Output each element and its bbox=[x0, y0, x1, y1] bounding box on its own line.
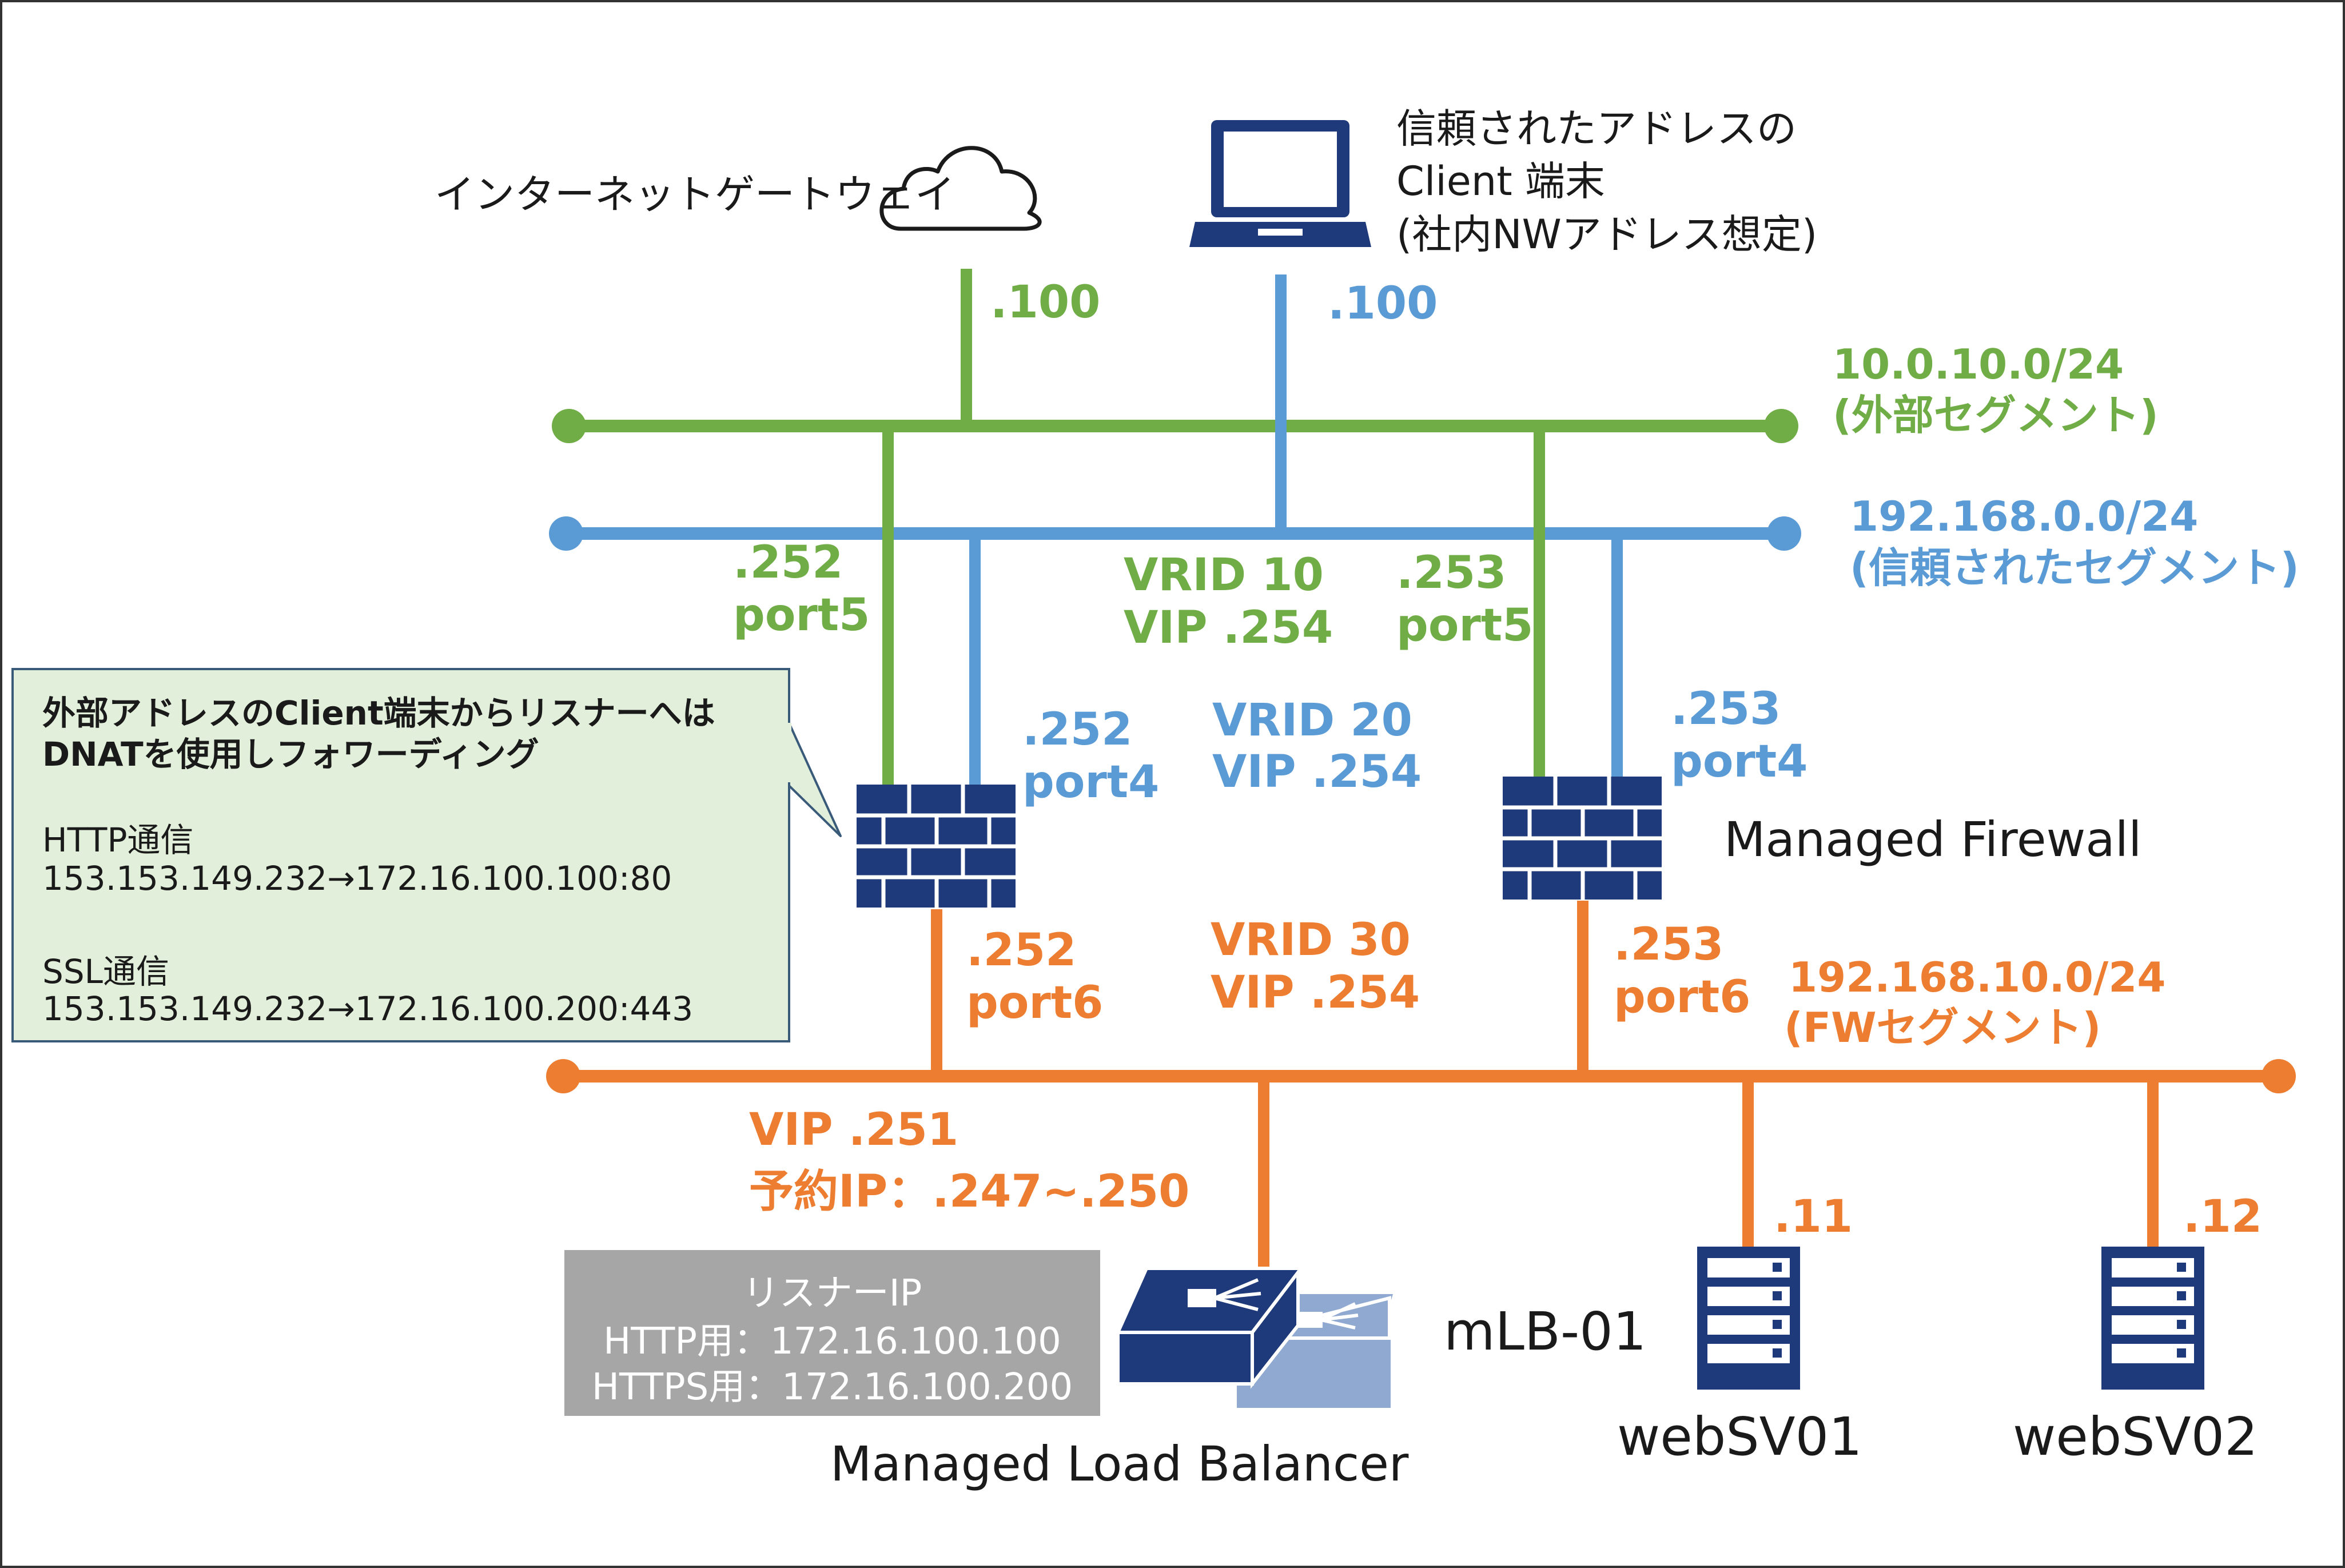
external-segment-right-end bbox=[1764, 409, 1798, 443]
load-balancer-primary-icon bbox=[1115, 1267, 1304, 1389]
trusted-segment-cidr: 192.168.0.0/24 bbox=[1850, 492, 2199, 540]
listener-title: リスナーIP bbox=[742, 1272, 922, 1315]
vrid20-vip: VIP .254 bbox=[1212, 746, 1422, 798]
note-line1: 外部アドレスのClient端末からリスナーへは bbox=[42, 694, 715, 733]
note-line2: DNATを使用しフォワーディング bbox=[42, 735, 539, 774]
listener-https: HTTPS用：172.16.100.200 bbox=[591, 1366, 1073, 1408]
laptop-icon bbox=[1189, 120, 1371, 247]
lb-name: mLB-01 bbox=[1444, 1301, 1647, 1362]
fw1-external-port: port5 bbox=[733, 590, 870, 641]
vrid30-id: VRID 30 bbox=[1211, 914, 1411, 966]
vrid20-id: VRID 20 bbox=[1212, 695, 1412, 746]
dnat-note-box: 外部アドレスのClient端末からリスナーへは DNATを使用しフォワーディング… bbox=[11, 668, 790, 1042]
trusted-segment-name: (信頼されたセグメント) bbox=[1850, 544, 2299, 592]
fw-segment-left-end bbox=[546, 1059, 580, 1093]
fw1-fw-ip: .252 bbox=[966, 925, 1077, 976]
vrid30-vip: VIP .254 bbox=[1211, 967, 1420, 1018]
external-segment-name: (外部セグメント) bbox=[1833, 391, 2159, 439]
listener-http: HTTP用：172.16.100.100 bbox=[603, 1320, 1061, 1363]
note-http-title: HTTP通信 bbox=[42, 821, 194, 859]
managed-load-balancer-label: Managed Load Balancer bbox=[830, 1436, 1409, 1492]
vrid10-id: VRID 10 bbox=[1124, 550, 1324, 601]
trusted-segment-left-end bbox=[549, 516, 583, 551]
fw-segment-cidr: 192.168.10.0/24 bbox=[1789, 953, 2166, 1001]
managed-firewall-label: Managed Firewall bbox=[1724, 811, 2142, 867]
lb-reserved-ip: 予約IP：.247~.250 bbox=[749, 1166, 1190, 1217]
listener-ip-box: リスナーIP HTTP用：172.16.100.100 HTTPS用：172.1… bbox=[564, 1250, 1100, 1416]
websv02-ip: .12 bbox=[2183, 1191, 2263, 1243]
websv01-ip: .11 bbox=[1774, 1191, 1853, 1243]
note-http-rule: 153.153.149.232→172.16.100.100:80 bbox=[42, 859, 672, 898]
cloud-icon bbox=[879, 146, 1042, 231]
vrid10-vip: VIP .254 bbox=[1124, 602, 1333, 654]
fw1-trusted-port: port4 bbox=[1022, 757, 1160, 808]
websv02-name: webSV02 bbox=[2013, 1406, 2258, 1467]
trusted-segment-right-end bbox=[1767, 516, 1801, 551]
trusted-client-line1: 信頼されたアドレスの bbox=[1396, 105, 1797, 152]
fw1-external-ip: .252 bbox=[733, 537, 843, 588]
note-ssl-rule: 153.153.149.232→172.16.100.200:443 bbox=[42, 989, 694, 1028]
fw2-fw-ip: .253 bbox=[1614, 919, 1724, 970]
external-segment-left-end bbox=[552, 409, 586, 443]
note-callout-pointer bbox=[787, 719, 842, 837]
trusted-client-line2: Client 端末 bbox=[1396, 158, 1605, 205]
trusted-client-ip: .100 bbox=[1328, 278, 1438, 329]
fw2-external-port: port5 bbox=[1396, 600, 1534, 651]
websv02-icon bbox=[2101, 1247, 2204, 1390]
fw2-fw-port: port6 bbox=[1614, 972, 1751, 1023]
websv01-name: webSV01 bbox=[1617, 1406, 1862, 1467]
load-balancer-icon bbox=[1115, 1267, 1398, 1411]
internet-gateway-ip: .100 bbox=[990, 277, 1101, 328]
fw1-trusted-ip: .252 bbox=[1022, 704, 1133, 755]
note-pointer-joint bbox=[783, 723, 791, 782]
fw-segment-name: (FWセグメント) bbox=[1784, 1004, 2101, 1052]
fw1-fw-port: port6 bbox=[966, 977, 1104, 1029]
external-segment-cidr: 10.0.10.0/24 bbox=[1833, 340, 2124, 388]
trusted-client-line3: (社内NWアドレス想定) bbox=[1396, 211, 1818, 258]
firewall-2-icon bbox=[1503, 777, 1662, 900]
firewall-1-icon bbox=[857, 785, 1016, 908]
note-ssl-title: SSL通信 bbox=[42, 952, 169, 991]
lb-vip: VIP .251 bbox=[749, 1104, 959, 1156]
fw2-trusted-ip: .253 bbox=[1671, 683, 1781, 735]
fw-segment-right-end bbox=[2262, 1059, 2296, 1093]
fw2-external-ip: .253 bbox=[1396, 547, 1507, 599]
internet-gateway-label: インターネットゲートウェイ bbox=[435, 171, 955, 218]
fw2-trusted-port: port4 bbox=[1671, 736, 1808, 787]
websv01-icon bbox=[1697, 1247, 1800, 1390]
